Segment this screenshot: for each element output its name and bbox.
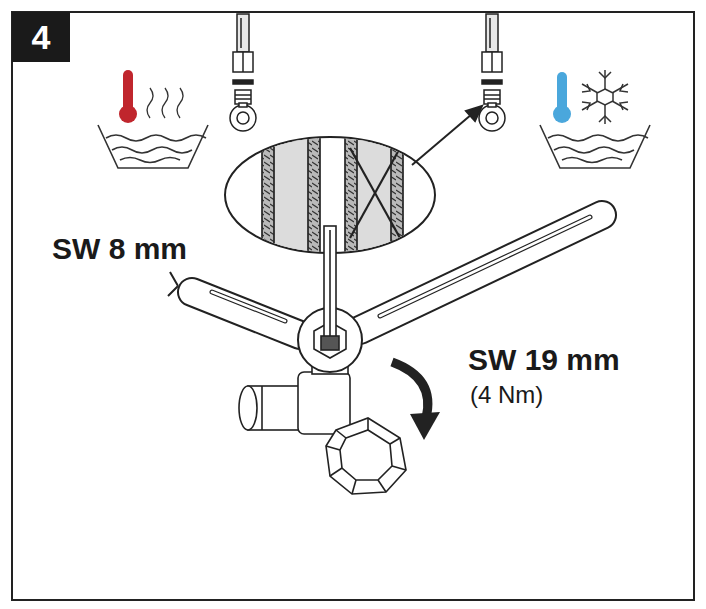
hot-water-basin — [177, 88, 183, 118]
hex-key-8mm — [321, 336, 339, 350]
pointer-arrow — [412, 114, 472, 165]
hex-key-8mm — [321, 226, 339, 350]
frame — [12, 12, 694, 600]
thread-detail-magnifier — [350, 148, 400, 238]
hot-hose-connector — [240, 18, 242, 48]
snowflake — [582, 72, 628, 122]
angle-valve — [298, 372, 350, 434]
thread-detail-magnifier — [262, 130, 274, 260]
hot-thermometer — [119, 70, 137, 123]
torque-value: (4 Nm) — [470, 382, 543, 408]
angle-valve — [239, 358, 406, 494]
wrench-size: SW 19 mm — [468, 343, 620, 376]
step-number: 4 — [32, 20, 51, 54]
tightening-arrow — [392, 362, 440, 440]
hot-water-basin — [147, 88, 153, 118]
hot-water-basin — [98, 88, 208, 168]
hot-water-basin — [106, 135, 206, 141]
hot-thermometer — [119, 105, 137, 123]
cold-hose-connector — [484, 90, 500, 104]
cold-hose-connector — [484, 98, 500, 100]
hot-hose-connector — [237, 14, 249, 52]
hex-key-8mm — [324, 226, 336, 344]
hot-hose-connector — [230, 105, 256, 131]
thread-detail-magnifier — [345, 130, 403, 260]
cold-hose-connector — [482, 52, 502, 72]
open-end-wrench-19mm — [192, 215, 602, 335]
cold-thermometer — [553, 105, 571, 123]
hot-hose-connector — [233, 80, 253, 84]
open-end-wrench-19mm — [192, 215, 602, 335]
hot-hose-connector — [235, 94, 251, 96]
cold-hose-connector — [486, 14, 498, 52]
cold-hose-connector — [479, 105, 505, 131]
hot-water-basin — [162, 88, 168, 118]
hot-hose-connector — [235, 98, 251, 100]
thread-detail-magnifier — [391, 130, 403, 260]
cold-water-basin — [548, 135, 648, 141]
hex-key-8mm — [329, 230, 331, 340]
tightening-arrow — [392, 362, 428, 418]
pointer-arrow — [412, 106, 482, 165]
tightening-arrow — [410, 412, 440, 440]
cold-water-basin — [540, 125, 650, 168]
thread-detail-magnifier — [274, 130, 308, 260]
cold-hose-connector — [488, 103, 496, 107]
angle-valve — [336, 430, 346, 438]
snowflake — [597, 89, 613, 105]
cold-water-basin — [562, 158, 622, 163]
open-end-wrench-19mm — [168, 272, 178, 296]
hex-key-size: SW 8 mm — [52, 232, 187, 265]
angle-valve — [261, 386, 263, 430]
cold-water-basin — [554, 147, 634, 153]
hot-hose-connector — [235, 90, 251, 104]
angle-valve — [378, 480, 386, 492]
angle-valve — [340, 430, 392, 480]
angle-valve — [326, 418, 406, 494]
open-end-wrench-19mm — [212, 217, 590, 321]
cold-hose-connector — [491, 52, 493, 72]
hot-hose-connector — [242, 52, 244, 72]
thread-detail-magnifier — [350, 148, 400, 238]
angle-valve — [367, 418, 369, 430]
hot-water-basin — [120, 158, 180, 163]
hot-hose-connector — [237, 112, 249, 124]
angle-valve — [239, 386, 257, 430]
cold-hose-connector — [489, 18, 491, 48]
cold-hose-connector — [482, 80, 502, 84]
cold-water-basin — [540, 125, 650, 168]
hot-hose-connector — [239, 103, 247, 107]
cold-thermometer — [553, 72, 571, 123]
angle-valve — [330, 468, 342, 476]
step-number-box: 4 — [12, 12, 70, 62]
angle-valve — [326, 446, 340, 450]
pointer-arrow — [466, 106, 482, 121]
snowflake — [582, 70, 628, 124]
cold-hose-connector — [486, 112, 498, 124]
frame — [12, 12, 694, 600]
thread-detail-magnifier — [262, 130, 320, 260]
angle-valve — [352, 480, 356, 494]
open-end-wrench-19mm — [212, 217, 590, 321]
angle-valve — [392, 466, 406, 470]
hot-hose-connector — [233, 52, 253, 72]
cold-hose-connector — [479, 14, 505, 131]
angle-valve — [390, 438, 400, 444]
hot-water-basin — [112, 147, 192, 153]
thread-detail-magnifier — [308, 130, 320, 260]
cold-hose-connector — [484, 94, 500, 96]
hot-hose-connector — [230, 14, 256, 131]
hot-water-basin — [98, 125, 208, 168]
